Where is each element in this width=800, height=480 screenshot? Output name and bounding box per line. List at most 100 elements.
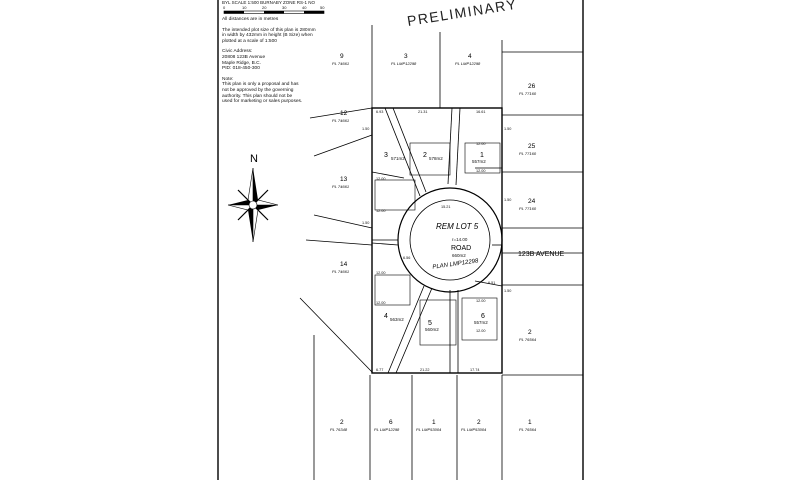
north-label: N — [250, 153, 258, 165]
neighbor-13-plan: PL 74661 — [332, 184, 349, 189]
title-strip: BYL SCALE 1:500 BURNABY ZONE RS-1 NO — [222, 0, 316, 5]
lot-lines — [371, 107, 503, 374]
dim-left-1: 12.00 — [376, 177, 386, 181]
dim-arc-3: 6.56 — [403, 256, 410, 260]
neighbor-3-num: 3 — [404, 53, 408, 60]
dim-top-3: 16.61 — [476, 110, 486, 114]
neighbor-2-bottom2-num: 2 — [477, 419, 481, 426]
lot-1-number: 1 — [480, 152, 484, 159]
civic-address-street: 20808 123B Avenue — [222, 54, 266, 60]
civic-address-city: Maple Ridge, B.C. — [222, 60, 261, 66]
scale-label-40: 40 — [302, 5, 307, 10]
neighbor-2-bottom-plan: PL 76348 — [330, 427, 348, 432]
scale-label-50: 50 — [320, 5, 325, 10]
neighbor-3-plan: PL LMP12298 — [391, 61, 417, 66]
preliminary-stamp: PRELIMINARY — [406, 0, 518, 29]
dim-bottom-2: 21.22 — [420, 368, 430, 372]
neighbor-9-plan: PL 74661 — [332, 61, 349, 66]
neighbor-24-plan: PL 77160 — [519, 206, 537, 211]
road-plan: PLAN LMP12298 — [432, 258, 479, 270]
neighbor-26-plan: PL 77160 — [519, 91, 537, 96]
road-radius: r=14.00 — [452, 237, 468, 242]
lot-6-number: 6 — [481, 313, 485, 320]
neighbor-14-plan: PL 74661 — [332, 269, 349, 274]
lot-4-area: 563m2 — [390, 317, 404, 322]
neighbor-1-bottom-right-plan: PL 76564 — [519, 427, 537, 432]
neighbor-6-bottom-num: 6 — [389, 419, 393, 426]
neighbor-4-num: 4 — [468, 53, 472, 60]
dim-arc-2: 6.51 — [488, 281, 495, 285]
dim-bottom-1: 6.77 — [376, 368, 383, 372]
dim-top-1: 6.93 — [376, 110, 383, 114]
north-arrow-icon: N — [227, 153, 279, 243]
neighbor-25-plan: PL 77160 — [519, 151, 537, 156]
neighbor-1-bottom-num: 1 — [432, 419, 436, 426]
scale-label-30: 30 — [282, 5, 287, 10]
building-envelopes — [374, 142, 501, 346]
dim-right-4: 12.00 — [476, 329, 486, 333]
lot-6-area: 557m2 — [474, 320, 488, 325]
dim-right-1: 12.00 — [476, 142, 486, 146]
neighbor-parcel-lines — [299, 25, 583, 480]
civic-address-heading: Civic Address: — [222, 49, 253, 55]
subject-property-outline — [371, 107, 503, 374]
lot-5-area: 560m2 — [425, 327, 439, 332]
plot-note-line-3: plotted at a scale of 1:500 — [222, 38, 277, 44]
scale-label-10: 10 — [242, 5, 247, 10]
disclaimer-line-2: not be approved by the governing — [222, 87, 294, 93]
road-cul-de-sac — [372, 187, 503, 293]
lot-4-number: 4 — [384, 313, 388, 320]
plot-note-line-1: The intended plot size of this plan is 2… — [222, 27, 316, 33]
dim-left-3: 12.00 — [376, 271, 386, 275]
scale-label-0: 0 — [223, 5, 226, 10]
dim-edge-1: 1.50 — [362, 127, 369, 131]
road-area: 660m2 — [452, 253, 466, 258]
neighbor-12-plan: PL 74661 — [332, 118, 349, 123]
dim-edge-4: 1.50 — [504, 198, 511, 202]
neighbor-1-bottom-plan: PL LMP53004 — [416, 427, 442, 432]
neighbor-labels: 9 PL 74661 3 PL LMP12298 4 PL LMP12298 2… — [330, 53, 537, 432]
lot-2-area: 578m2 — [429, 156, 443, 161]
neighbor-2-right-plan: PL 76564 — [519, 337, 537, 342]
dim-right-3: 12.00 — [476, 299, 486, 303]
neighbor-6-bottom-plan: PL LMP12298 — [374, 427, 400, 432]
disclaimer-line-3: authority. This plan should not be — [222, 93, 293, 99]
neighbor-24-num: 24 — [528, 198, 536, 205]
neighbor-2-right-num: 2 — [528, 329, 532, 336]
dim-right-2: 12.00 — [476, 169, 486, 173]
dim-left-4: 12.00 — [376, 301, 386, 305]
road-label: ROAD — [451, 245, 471, 252]
neighbor-25-num: 25 — [528, 143, 536, 150]
lot-1-area: 557m2 — [472, 159, 486, 164]
scale-bar: 0 10 20 30 40 50 — [223, 5, 325, 14]
dim-edge-3: 1.50 — [504, 127, 511, 131]
plan-notes: All distances are in metres The intended… — [222, 17, 342, 105]
neighbor-2-bottom2-plan: PL LMP53004 — [461, 427, 487, 432]
neighbor-26-num: 26 — [528, 83, 536, 90]
dim-edge-5: 1.50 — [504, 289, 511, 293]
neighbor-14-num: 14 — [340, 261, 348, 268]
dim-top-2: 21.31 — [418, 110, 428, 114]
scale-label-20: 20 — [262, 5, 267, 10]
avenue-label: 123B AVENUE — [518, 251, 565, 258]
disclaimer-line-4: used for marketing or sales purposes. — [222, 99, 303, 105]
neighbor-9-num: 9 — [340, 53, 344, 60]
neighbor-2-bottom-num: 2 — [340, 419, 344, 426]
dimension-labels: 6.93 21.31 16.61 6.77 21.22 17.74 12.00 … — [362, 110, 511, 372]
lot-5-number: 5 — [428, 320, 432, 327]
disclaimer-heading: Note: — [222, 76, 234, 82]
dimension-note: All distances are in metres — [222, 17, 279, 22]
disclaimer-line-1: This plan is only a proposal and has — [222, 82, 299, 88]
lot-3-number: 3 — [384, 152, 388, 159]
neighbor-4-plan: PL LMP12298 — [455, 61, 481, 66]
lot-2-number: 2 — [423, 152, 427, 159]
dim-bottom-3: 17.74 — [470, 368, 480, 372]
neighbor-13-num: 13 — [340, 176, 348, 183]
lot-3-area: 571m2 — [391, 156, 405, 161]
plot-note-line-2: in width by 432mm in height (B Size) whe… — [222, 33, 313, 39]
dim-arc-1: 15.21 — [441, 205, 451, 209]
dim-edge-2: 1.50 — [362, 221, 369, 225]
neighbor-1-bottom-right-num: 1 — [528, 419, 532, 426]
civic-address-pid: PID: 018-450-300 — [222, 66, 260, 72]
